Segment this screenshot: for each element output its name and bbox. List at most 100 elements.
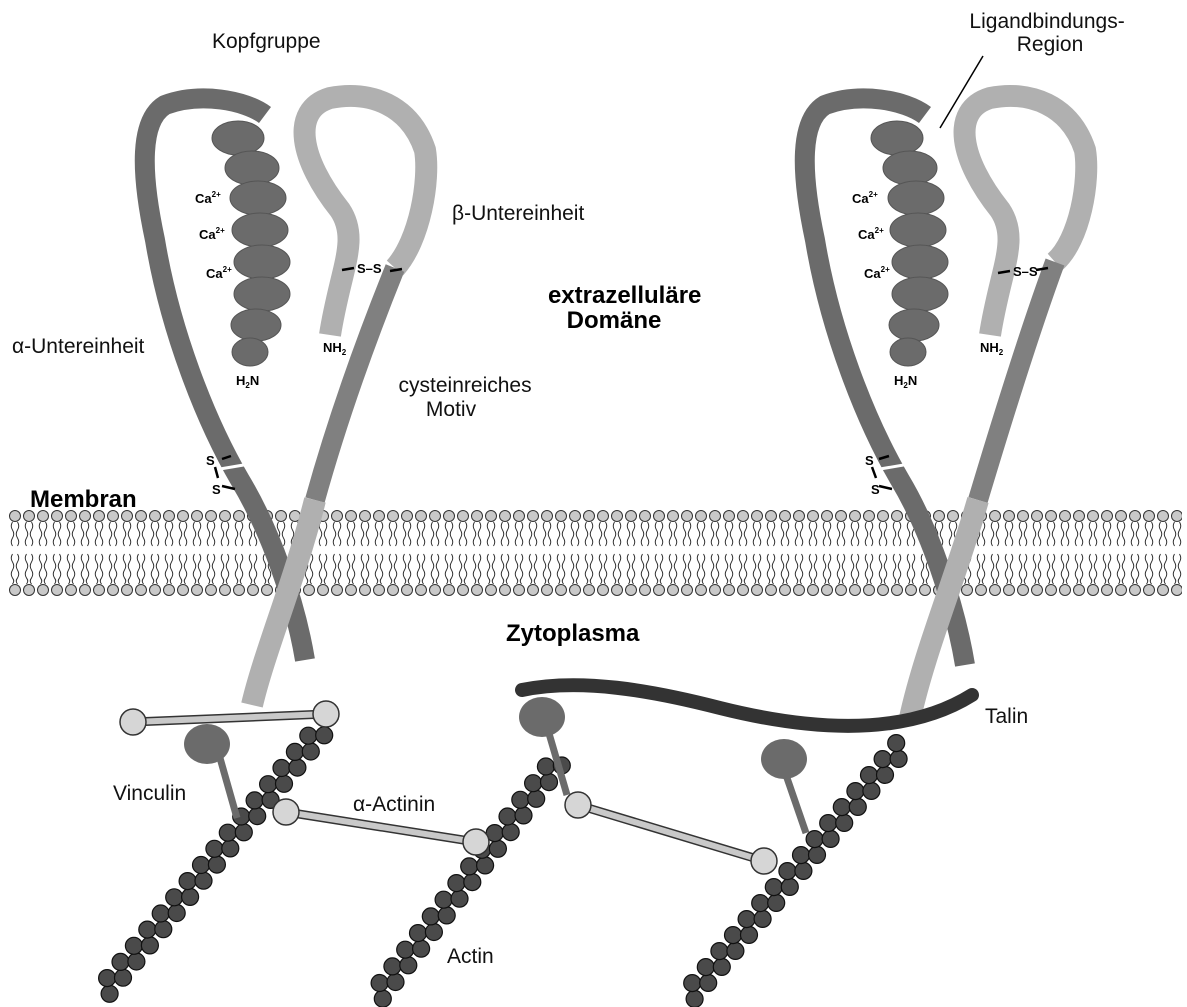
ca-label: Ca2+ xyxy=(852,190,878,206)
membrane xyxy=(8,510,1182,597)
actin-bead xyxy=(260,776,277,793)
actin-bead xyxy=(155,921,172,938)
actin-bead xyxy=(464,874,481,891)
actin-bead xyxy=(461,858,478,875)
actin-bead xyxy=(541,774,558,791)
actin-bead xyxy=(222,840,239,857)
actin-bead xyxy=(809,846,826,863)
actin-bead xyxy=(235,824,252,841)
h2n-label: H2N xyxy=(894,373,917,390)
actin-bead xyxy=(371,975,388,992)
actin-bead xyxy=(166,889,183,906)
beta-chain-left-upper xyxy=(305,96,427,335)
actin-bead xyxy=(422,908,439,925)
actin-bead xyxy=(400,957,417,974)
actin-bead xyxy=(182,888,199,905)
ca-label: Ca2+ xyxy=(199,226,225,242)
ss-beta-label: S–S xyxy=(357,261,382,276)
actin-bead xyxy=(115,969,132,986)
actin-bead xyxy=(795,862,812,879)
label-zytoplasma: Zytoplasma xyxy=(506,620,640,647)
actin-bead xyxy=(413,940,430,957)
vinculin-right xyxy=(761,739,807,833)
calcium-helix-left xyxy=(212,121,290,366)
actin-bead xyxy=(489,840,506,857)
label-alpha-untereinheit: α-Untereinheit xyxy=(12,335,145,358)
actin-bead xyxy=(125,937,142,954)
beta-chain-right-upper xyxy=(965,96,1087,335)
actin-bead xyxy=(477,857,494,874)
actin-bead xyxy=(276,775,293,792)
actin-bead xyxy=(410,925,427,942)
alpha-actinin-right xyxy=(565,792,777,874)
actin-bead xyxy=(849,798,866,815)
actin-bead xyxy=(765,879,782,896)
actin-bead xyxy=(425,924,442,941)
label-alpha-actinin: α-Actinin xyxy=(353,793,435,816)
actin-bead xyxy=(820,815,837,832)
s-label: S xyxy=(206,453,215,468)
h2n-label: H2N xyxy=(236,373,259,390)
actin-bead xyxy=(741,926,758,943)
actin-bead xyxy=(112,953,129,970)
actin-bead xyxy=(822,830,839,847)
actin-bead xyxy=(128,953,145,970)
actin-bead xyxy=(684,975,701,992)
actin-bead xyxy=(502,824,519,841)
actin-bead xyxy=(101,985,118,1002)
actin-bead xyxy=(316,727,333,744)
actin-bead xyxy=(779,863,796,880)
actin-bead xyxy=(793,847,810,864)
actin-bead xyxy=(139,921,156,938)
s-label: S xyxy=(212,482,221,497)
actin-bead xyxy=(387,974,404,991)
actin-bead xyxy=(528,790,545,807)
label-ligand-line1: Ligandbindungs- xyxy=(969,10,1124,33)
vinculin-left xyxy=(184,724,237,818)
label-vinculin: Vinculin xyxy=(113,782,186,805)
actin-bead xyxy=(874,751,891,768)
ca-label: Ca2+ xyxy=(858,226,884,242)
actin-bead xyxy=(152,905,169,922)
actin-bead xyxy=(219,824,236,841)
label-extra-line1: extrazelluläre xyxy=(548,282,701,309)
actin-bead xyxy=(836,814,853,831)
actin-bead xyxy=(863,782,880,799)
label-extrazellulaere-domaene: extrazelluläre Domäne xyxy=(548,282,708,334)
label-talin: Talin xyxy=(985,705,1028,728)
actin-bead xyxy=(833,799,850,816)
label-ligand-line2: Region xyxy=(1017,33,1084,56)
ca-label: Ca2+ xyxy=(864,265,890,281)
actin-bead xyxy=(847,783,864,800)
membrane-outer-leaflet xyxy=(8,510,1182,556)
actin-bead xyxy=(738,911,755,928)
actin-bead xyxy=(448,875,465,892)
actin-bead xyxy=(697,959,714,976)
actin-bead xyxy=(195,872,212,889)
label-cys-line2: Motiv xyxy=(426,398,477,421)
membrane-inner-leaflet xyxy=(8,552,1182,597)
actin-filament xyxy=(99,727,333,1003)
nh2-label: NH2 xyxy=(980,340,1004,357)
label-kopfgruppe: Kopfgruppe xyxy=(212,30,321,53)
s-label: S xyxy=(865,453,874,468)
actin-bead xyxy=(99,970,116,987)
actin-bead xyxy=(515,807,532,824)
label-beta-untereinheit: β-Untereinheit xyxy=(452,202,584,225)
actin-bead xyxy=(286,743,303,760)
actin-bead xyxy=(890,750,907,767)
actin-bead xyxy=(374,990,391,1007)
actin-bead xyxy=(206,840,223,857)
label-membran: Membran xyxy=(30,486,137,513)
actin-bead xyxy=(384,958,401,975)
integrin-left xyxy=(145,96,426,705)
nh2-label: NH2 xyxy=(323,340,347,357)
actin-bead xyxy=(754,910,771,927)
actin-bead xyxy=(289,759,306,776)
s-label: S xyxy=(871,482,880,497)
actin-bead xyxy=(525,775,542,792)
actin-bead xyxy=(781,878,798,895)
actin-bead xyxy=(806,831,823,848)
